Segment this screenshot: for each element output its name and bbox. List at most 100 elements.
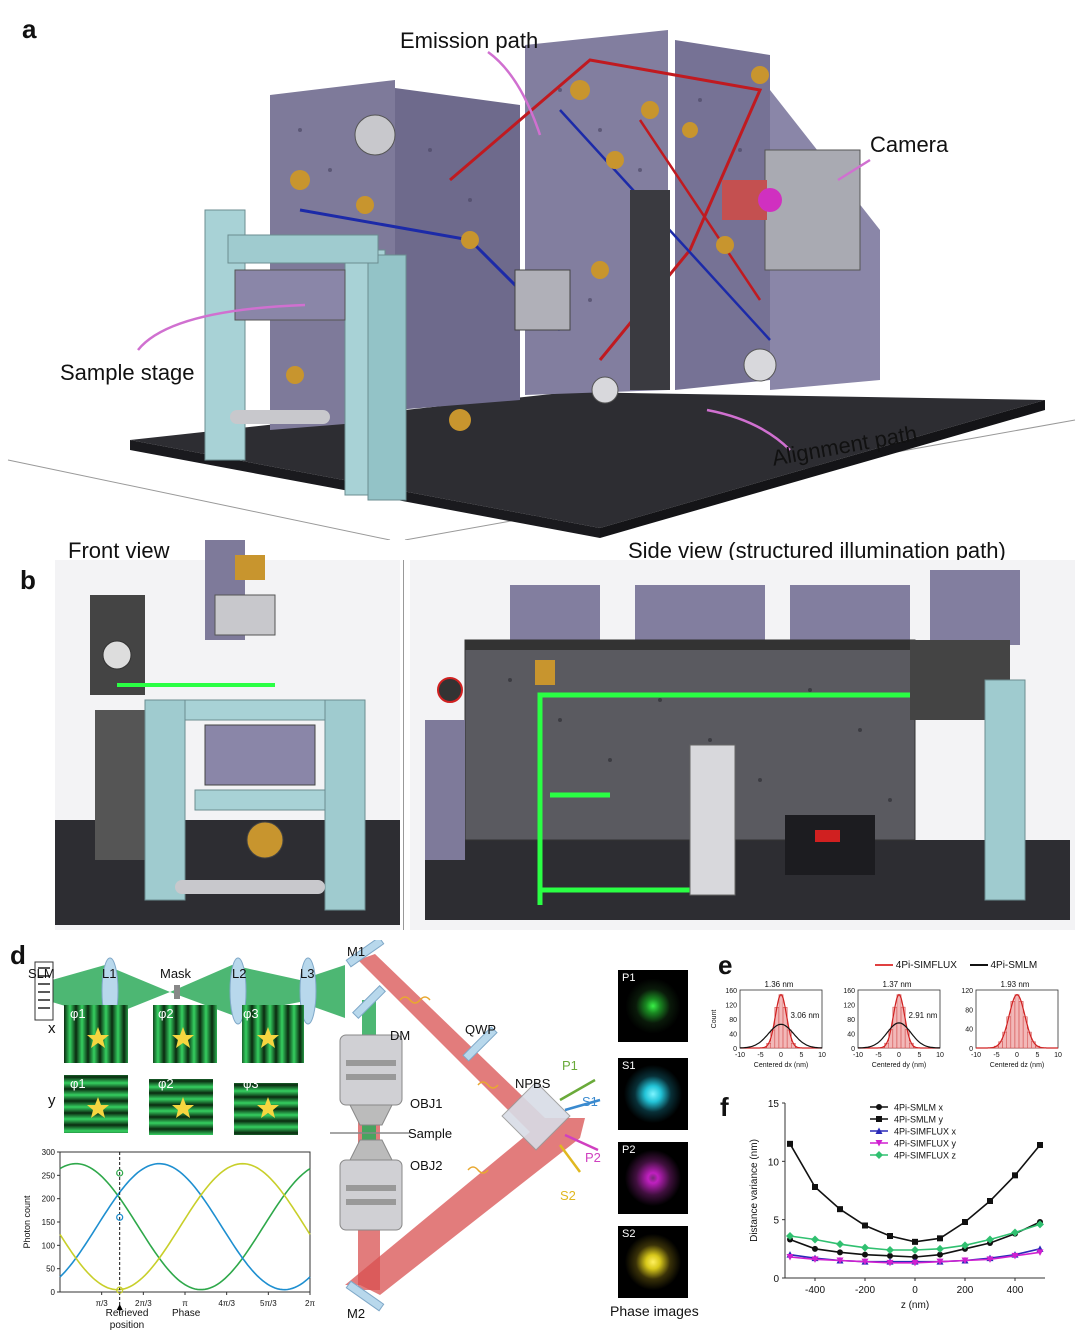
hist-bar	[1027, 1031, 1032, 1049]
var-ytick-label: 5	[773, 1216, 779, 1227]
var-point	[875, 1140, 883, 1147]
hist-ytick-label: 40	[729, 1032, 737, 1039]
var-point	[875, 1127, 883, 1134]
beam-label-p2: P2	[585, 1150, 601, 1165]
hist-xtick-label: 0	[779, 1052, 783, 1059]
var-xtick-label: 200	[957, 1285, 974, 1296]
var-point	[1037, 1142, 1043, 1148]
label-qwp: QWP	[465, 1022, 497, 1037]
var-point	[811, 1256, 819, 1263]
phase-label-x2: φ2	[158, 1006, 174, 1021]
hist-annotation-simflux: 1.93 nm	[1001, 980, 1030, 989]
retrieved-arrow-icon	[116, 1304, 123, 1310]
hist-bar	[778, 994, 784, 1049]
var-point	[986, 1256, 994, 1263]
panel-c-title: Side view (structured illumination path)	[628, 538, 1006, 563]
retrieved-point-3	[116, 1286, 124, 1294]
hist-xlabel: Centered dz (nm)	[990, 1062, 1044, 1069]
var-point	[912, 1254, 918, 1260]
phase-ytick-label: 50	[46, 1265, 55, 1274]
var-point	[961, 1257, 969, 1264]
beam-label-p1: P1	[562, 1058, 578, 1073]
arrow-s2	[558, 1144, 582, 1173]
hist-xtick-label: 5	[800, 1052, 804, 1059]
phase-curve-2	[59, 1162, 311, 1291]
phase-images-title: Phase images	[610, 1303, 699, 1319]
label-dm: DM	[390, 1028, 411, 1043]
hist-ytick-label: 160	[843, 988, 855, 995]
label-sample: Sample	[408, 1126, 453, 1141]
hist-fit-simflux	[740, 993, 822, 1049]
var-point	[911, 1259, 919, 1267]
star-icons	[87, 1027, 279, 1118]
label-m1: M1	[347, 944, 366, 959]
hist-annotation-smlm: 3.06 nm	[791, 1011, 820, 1020]
hist-ytick-label: 120	[725, 1003, 737, 1010]
hist-xtick-label: -5	[757, 1052, 763, 1059]
var-legend-label: 4Pi-SMLM x	[894, 1103, 944, 1113]
var-point	[986, 1235, 994, 1244]
hist-xlabel: Centered dy (nm)	[872, 1062, 926, 1069]
retrieved-point-1	[116, 1169, 124, 1177]
stripe-patterns	[64, 1005, 304, 1135]
phase-image-s2	[618, 1226, 688, 1298]
hist-ytick-label: 80	[729, 1017, 737, 1024]
var-point	[1012, 1172, 1018, 1179]
var-point	[812, 1184, 818, 1190]
var-point	[812, 1245, 818, 1252]
var-ytick-label: 15	[768, 1099, 780, 1110]
phase-ytick-label: 200	[42, 1195, 56, 1204]
var-point	[937, 1251, 943, 1258]
hist-ytick-label: 0	[733, 1046, 737, 1053]
hist-annotation-simflux: 1.37 nm	[883, 980, 912, 989]
phase-label-x3: φ3	[243, 1006, 259, 1021]
hist-xtick-label: 10	[818, 1052, 826, 1059]
phase-image-label-p1: P1	[622, 972, 636, 984]
hist-xtick-label: -10	[853, 1052, 863, 1059]
phase-label-y1: φ1	[70, 1076, 86, 1091]
hist-ytick-label: 120	[961, 988, 973, 995]
hist-ytick-label: 40	[965, 1027, 973, 1034]
callout-sample-stage: Sample stage	[60, 360, 195, 385]
panel-label-d: d	[10, 940, 26, 970]
hist-fit-smlm	[858, 1022, 940, 1049]
phase-ytick-label: 150	[42, 1218, 56, 1227]
arrow-s1	[564, 1098, 601, 1112]
var-point	[836, 1240, 844, 1249]
objective-obj2	[339, 1139, 403, 1231]
label-m2: M2	[347, 1306, 366, 1321]
hist-xtick-label: -5	[875, 1052, 881, 1059]
var-point	[836, 1257, 844, 1264]
var-point	[1036, 1220, 1044, 1229]
phase-plot-xlabel: Phase	[172, 1308, 201, 1319]
phase-ytick-label: 0	[51, 1288, 56, 1297]
var-point	[876, 1104, 882, 1110]
panel-label-b: b	[20, 565, 36, 595]
panel-label-f: f	[720, 1092, 729, 1122]
phase-image-label-s2: S2	[622, 1228, 636, 1240]
var-point	[862, 1222, 868, 1229]
legend-label-simflux: 4Pi-SIMFLUX	[895, 960, 957, 971]
var-point	[1011, 1252, 1019, 1260]
label-l1: L1	[102, 966, 117, 981]
label-slm: SLM	[28, 966, 55, 981]
panel-label-e: e	[718, 950, 733, 980]
arrow-p2	[564, 1133, 599, 1152]
label-mask: Mask	[160, 966, 192, 981]
legend-line-smlm	[969, 964, 988, 967]
lens-l3	[299, 957, 317, 1025]
hist-bar	[1002, 1031, 1007, 1049]
illumination-beam	[52, 965, 345, 1018]
hist-xtick-label: -5	[993, 1052, 999, 1059]
var-ylabel: Distance variance (nm)	[749, 1139, 760, 1242]
callout-emission-path: Emission path	[400, 28, 539, 53]
hist-bar	[888, 1029, 894, 1049]
label-obj2: OBJ2	[410, 1158, 443, 1173]
mask-element	[174, 985, 180, 999]
retrieved-point-2	[116, 1213, 124, 1221]
beam-label-s2: S2	[560, 1188, 576, 1203]
var-point	[861, 1258, 869, 1266]
var-point	[786, 1232, 794, 1240]
